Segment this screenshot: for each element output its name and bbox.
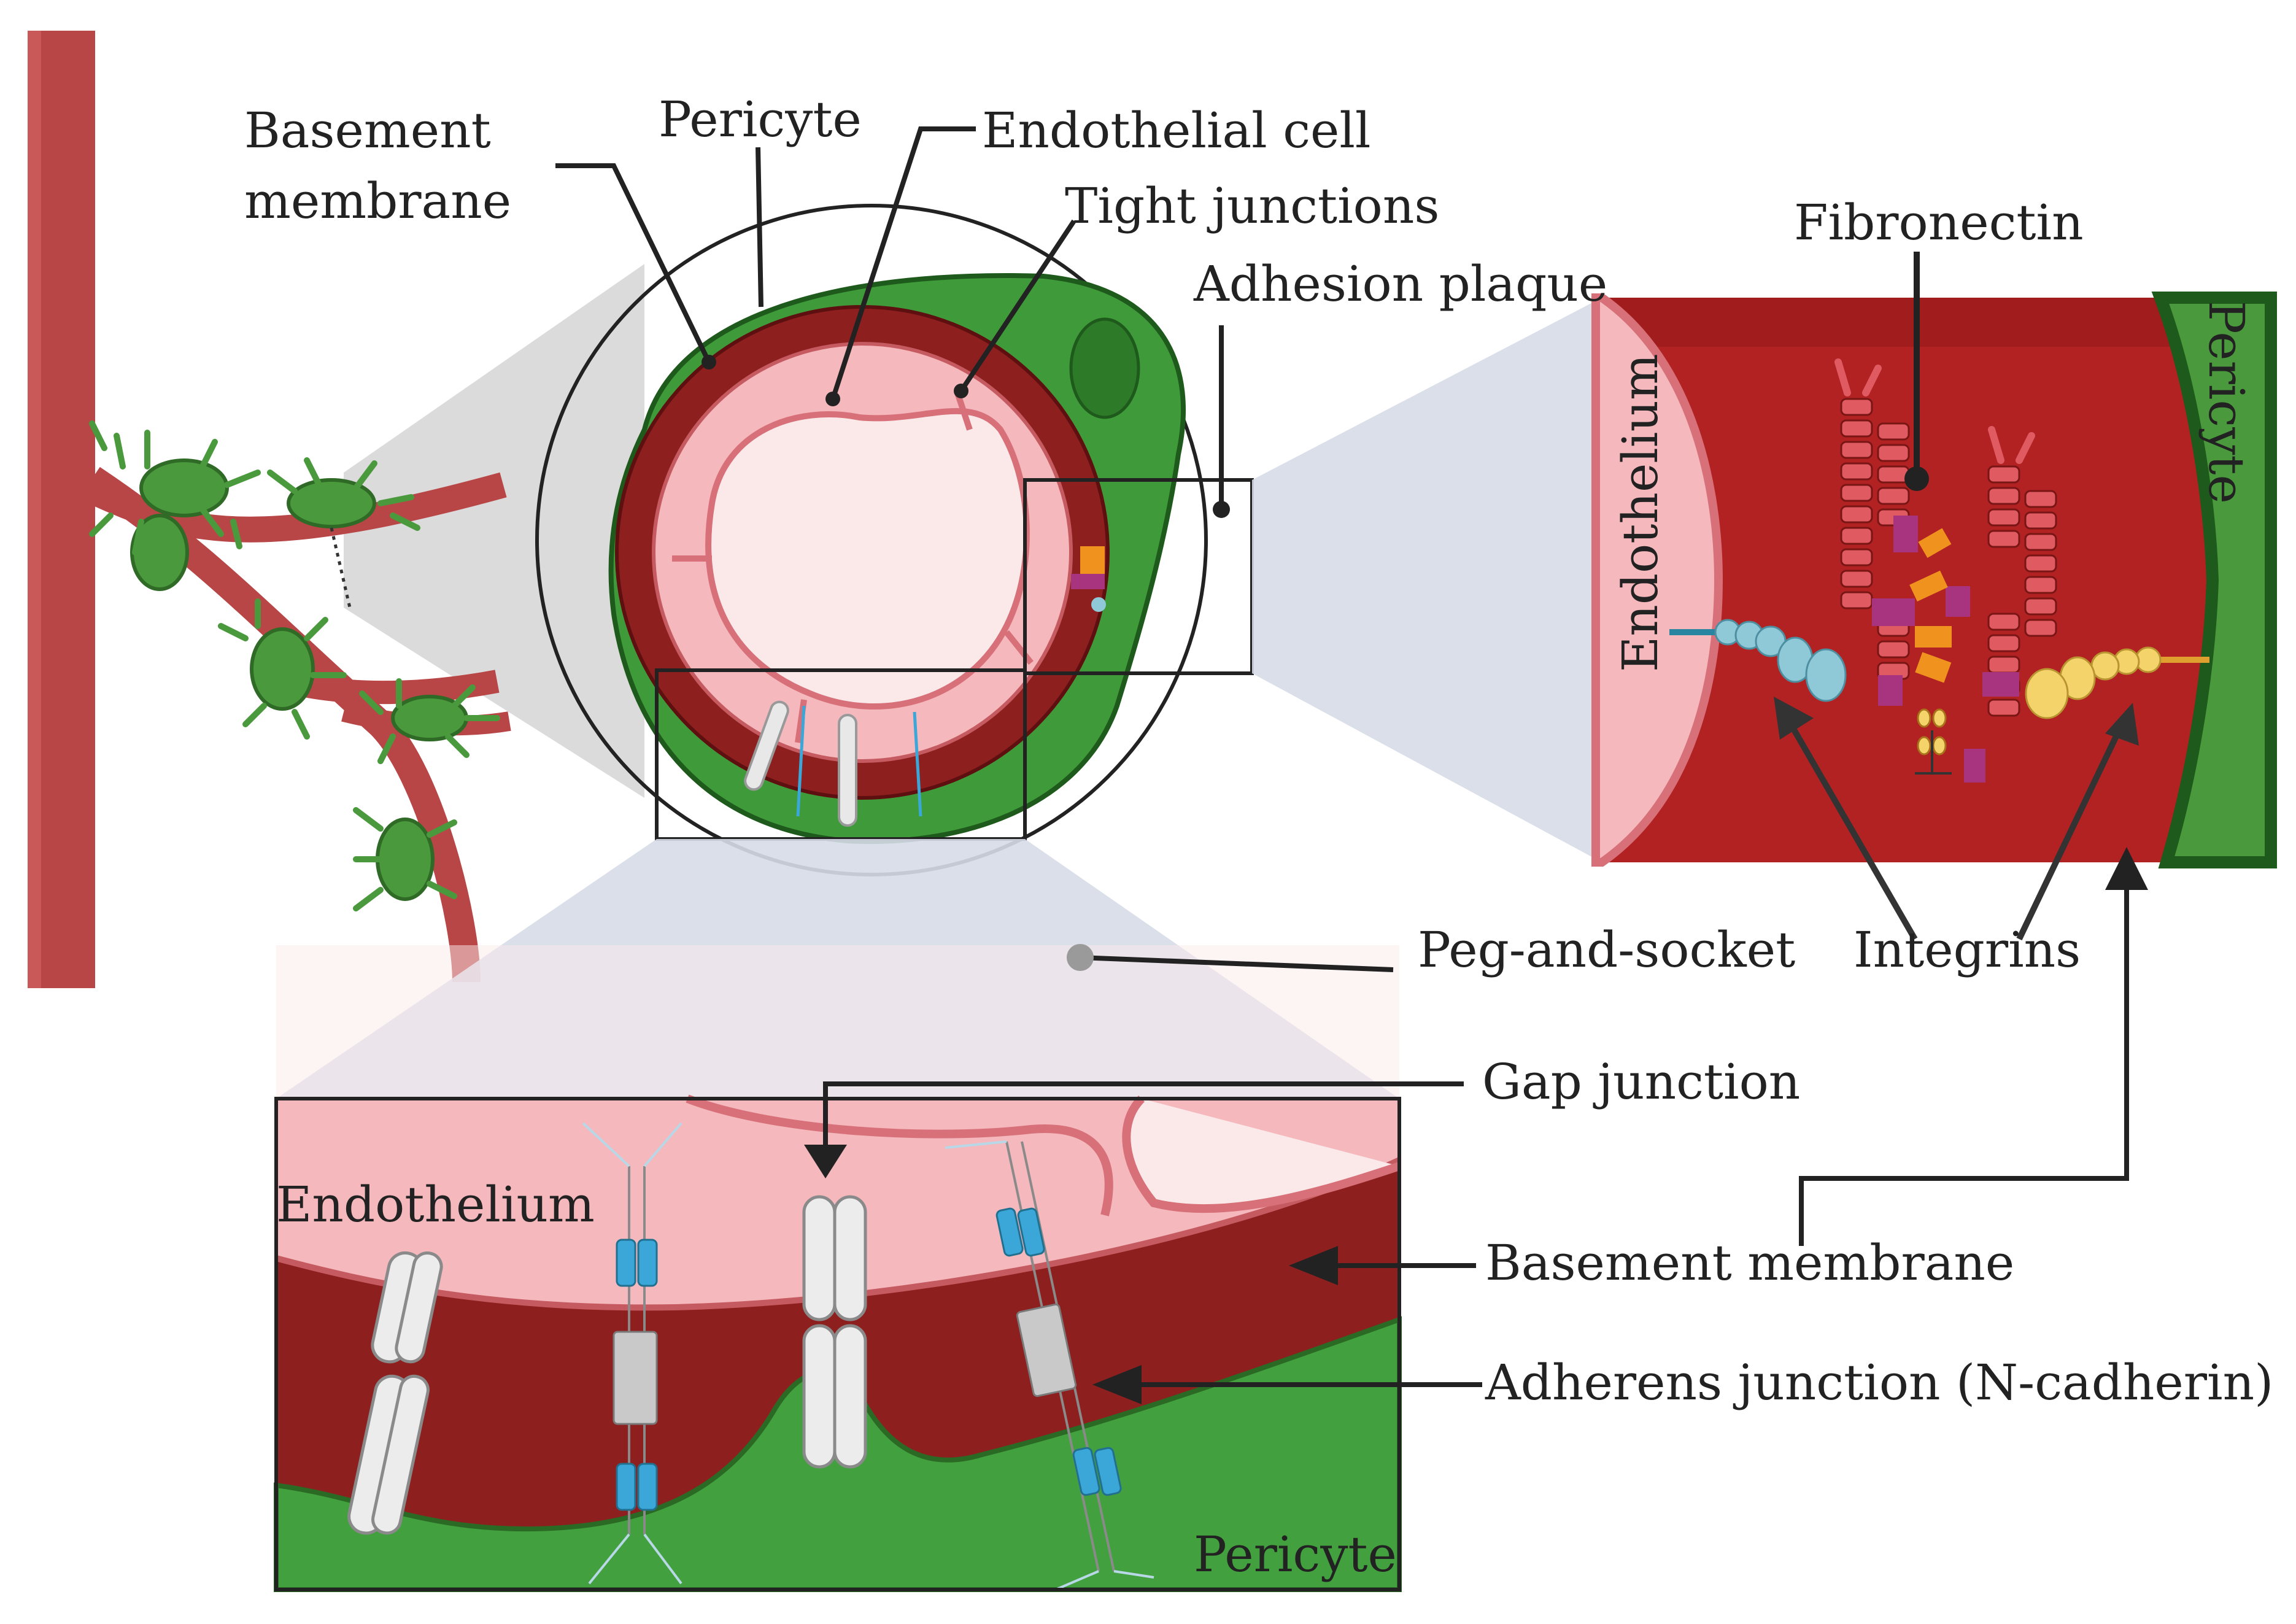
gap-junction-label: Gap junction: [1482, 1053, 1800, 1110]
pericyte-region: [2151, 292, 2277, 868]
adherens-junction-label: Adherens junction (N-cadherin): [1485, 1354, 2273, 1411]
cross-section-pegs: [744, 700, 857, 827]
peg-socket-panel: [274, 1094, 1402, 1592]
adhesion-plaque-panel: [1591, 252, 2277, 868]
adherens-junctions: [582, 1122, 1154, 1591]
pericyte-cell: [287, 478, 376, 528]
basement-membrane-label: Basement: [244, 102, 491, 159]
integrin-yellow: [2025, 646, 2209, 719]
pericyte-cell: [250, 627, 315, 711]
peg-and-socket-marker: [1067, 944, 1094, 971]
mini-adhesion-plaque: [1071, 546, 1106, 612]
basement-membrane-label-line2: membrane: [244, 172, 511, 230]
peg-socket-panel-border: [274, 1097, 1401, 1591]
pericyte-label-right: Pericyte: [2198, 301, 2255, 504]
integrins-label: Integrins: [1853, 921, 2081, 978]
arrowheads: [804, 847, 2148, 1404]
peg: [802, 1195, 837, 1321]
labels: Basement membrane Pericyte Endothelial c…: [244, 91, 2273, 1583]
integrin-blue: [1669, 619, 1847, 702]
pericyte-nucleus: [1069, 317, 1140, 419]
orange-clusters: [1909, 528, 1952, 683]
pointer-lines: [555, 126, 2129, 1387]
endothelium-label-bottom: Endothelium: [276, 1176, 595, 1233]
endothelial-cell-label: Endothelial cell: [982, 102, 1371, 159]
pericyte-processes: [89, 420, 500, 911]
peg-and-socket-label: Peg-and-socket: [1418, 921, 1795, 978]
fibronectin-marker: [1904, 466, 1929, 491]
adhesion-plaque-label: Adhesion plaque: [1193, 255, 1607, 312]
vessel-pericytes: [130, 458, 468, 901]
endothelium-region: [1591, 293, 1723, 867]
purple-clusters: [1872, 516, 2019, 783]
pericyte-cell: [139, 458, 229, 517]
tight-junctions-label: Tight junctions: [1065, 177, 1439, 234]
basement-membrane-label-bottom: Basement membrane: [1485, 1234, 2014, 1291]
endothelium-label-right: Endothelium: [1612, 354, 1669, 672]
pericyte-label-top: Pericyte: [659, 91, 862, 148]
peg-structures: [347, 1195, 867, 1535]
integrin-arrows: [1786, 719, 2124, 941]
fibronectin-label: Fibronectin: [1794, 194, 2084, 251]
vessel-cross-section: [535, 204, 1254, 876]
lumen: [705, 408, 1030, 710]
pericyte-label-bottom: Pericyte: [1194, 1526, 1397, 1583]
zoom-cone-right: [1252, 298, 1602, 862]
